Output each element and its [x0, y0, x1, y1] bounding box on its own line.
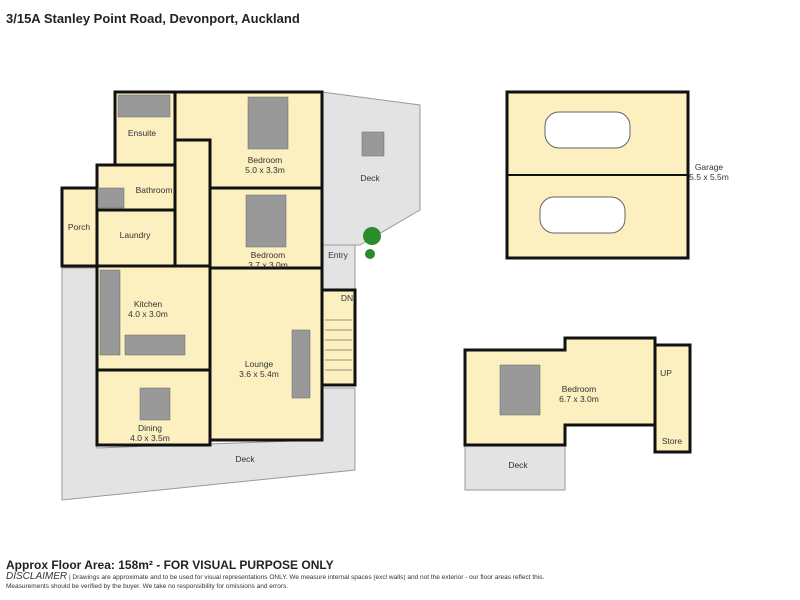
label-stairs-down: DN [341, 293, 353, 303]
size-garage: 5.5 x 5.5m [689, 172, 729, 182]
property-address-title: 3/15A Stanley Point Road, Devonport, Auc… [6, 11, 300, 26]
shower-icon [97, 187, 125, 209]
bathtub-icon [117, 94, 171, 118]
label-dining: Dining [138, 423, 162, 433]
label-bedroom-3: Bedroom [562, 384, 597, 394]
plant-icon [365, 249, 375, 259]
label-bedroom-1: Bedroom [248, 155, 283, 165]
kitchen-bench-icon [99, 269, 121, 356]
deck-top [321, 91, 421, 246]
size-dining: 4.0 x 3.5m [130, 433, 170, 443]
floor-area-heading: Approx Floor Area: 158m² - FOR VISUAL PU… [6, 558, 334, 572]
bed-icon [245, 194, 287, 248]
room-porch [60, 186, 99, 268]
car-icon [539, 196, 626, 234]
label-deck-bottom: Deck [235, 454, 255, 464]
stairs-icon [325, 319, 352, 371]
label-deck-upper: Deck [508, 460, 528, 470]
label-laundry: Laundry [120, 230, 151, 240]
disclaimer-text: | Drawings are approximate and to be use… [6, 574, 545, 590]
hallway [173, 138, 212, 270]
size-lounge: 3.6 x 5.4m [239, 369, 279, 379]
plant-icon [363, 227, 381, 245]
disclaimer-label: DISCLAIMER [6, 571, 68, 582]
size-bedroom-2: 3.7 x 3.0m [248, 260, 288, 270]
stairwell [320, 288, 357, 387]
outdoor-table-icon [361, 131, 385, 157]
label-kitchen: Kitchen [134, 299, 163, 309]
label-store: Store [662, 436, 683, 446]
label-porch: Porch [68, 222, 90, 232]
disclaimer: DISCLAIMER | Drawings are approximate an… [6, 572, 566, 591]
label-garage: Garage [695, 162, 724, 172]
room-store [653, 343, 692, 454]
label-entry: Entry [328, 250, 349, 260]
room-laundry [95, 208, 177, 268]
room-bedroom-3 [463, 336, 657, 447]
dining-table-icon [139, 387, 171, 421]
car-icon [544, 111, 631, 149]
size-bedroom-3: 6.7 x 3.0m [559, 394, 599, 404]
label-deck-top: Deck [360, 173, 380, 183]
kitchen-island-icon [124, 334, 186, 356]
label-stairs-up: UP [660, 368, 672, 378]
label-bedroom-2: Bedroom [251, 250, 286, 260]
size-kitchen: 4.0 x 3.0m [128, 309, 168, 319]
label-bathroom: Bathroom [136, 185, 173, 195]
bed-icon [499, 364, 541, 416]
bed-icon [247, 96, 289, 150]
size-bedroom-1: 5.0 x 3.3m [245, 165, 285, 175]
sofa-icon [291, 329, 311, 399]
label-ensuite: Ensuite [128, 128, 157, 138]
label-lounge: Lounge [245, 359, 274, 369]
